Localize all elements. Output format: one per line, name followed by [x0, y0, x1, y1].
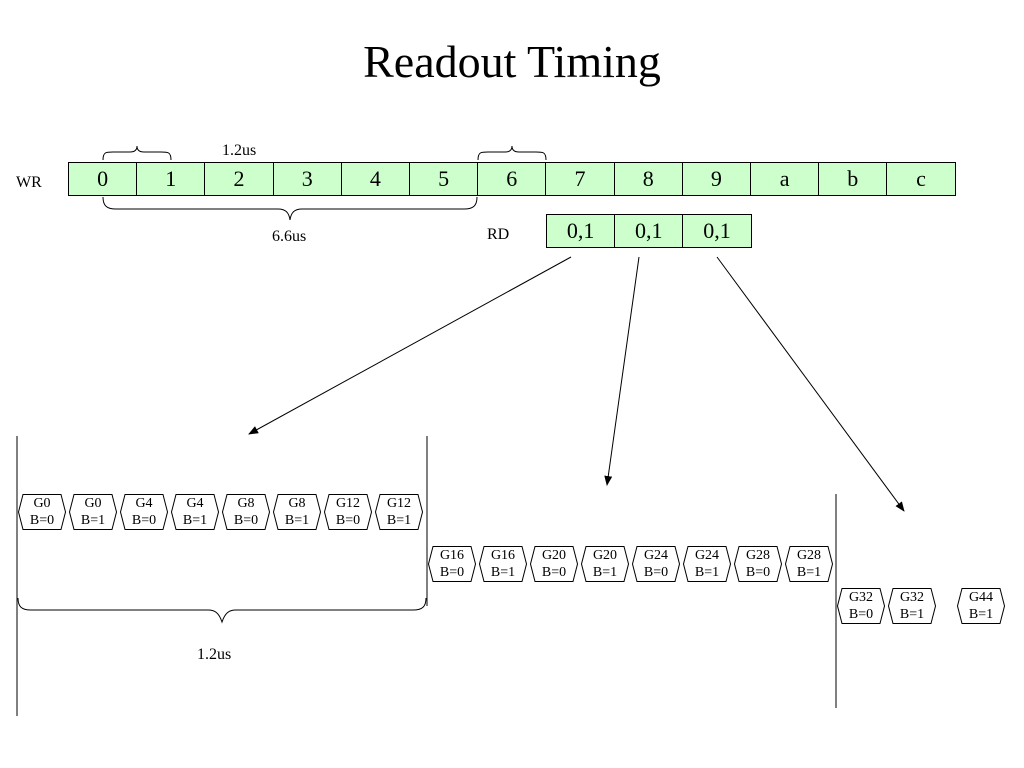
wr-cell-c: c: [886, 162, 956, 196]
group-id: G4: [186, 496, 204, 511]
group-id: G20: [592, 548, 618, 563]
group-id: G16: [439, 548, 465, 563]
group-bit: B=0: [439, 565, 465, 580]
group-id: G32: [899, 590, 925, 605]
wr-cell-7: 7: [545, 162, 615, 196]
group-id: G20: [541, 548, 567, 563]
wr-cell-4: 4: [340, 162, 410, 196]
group-brace-label: 1.2us: [197, 646, 232, 663]
group-id: G12: [386, 496, 412, 511]
wr-cell-5: 5: [409, 162, 479, 196]
group-id: G28: [796, 548, 822, 563]
wr-cell-2: 2: [204, 162, 274, 196]
group-bit: B=1: [182, 513, 208, 528]
rd-cell-2: 0,1: [614, 214, 684, 248]
wr-cell-9: 9: [681, 162, 751, 196]
rd-cell-1: 0,1: [546, 214, 616, 248]
group-bit: B=0: [745, 565, 771, 580]
wr-span-brace-label: 6.6us: [272, 228, 307, 245]
group-bit: B=1: [386, 513, 412, 528]
group-bit: B=0: [643, 565, 669, 580]
wr-label: WR: [16, 174, 42, 191]
group-brace: [17, 597, 427, 624]
group-bit: B=0: [335, 513, 361, 528]
group-id: G32: [848, 590, 874, 605]
group-bit: B=1: [968, 607, 994, 622]
group-id: G16: [490, 548, 516, 563]
group-bit: B=0: [541, 565, 567, 580]
group-bit: B=0: [233, 513, 259, 528]
group-bit: B=1: [284, 513, 310, 528]
wr-cell-0: 0: [68, 162, 138, 196]
wr-cell-6: 6: [477, 162, 547, 196]
wr-cell-1: 1: [136, 162, 206, 196]
group-id: G24: [694, 548, 720, 563]
group-bit: B=1: [796, 565, 822, 580]
wr-cell-a: a: [750, 162, 820, 196]
group-bit: B=0: [29, 513, 55, 528]
rd-cell-3: 0,1: [682, 214, 752, 248]
group-id: G0: [33, 496, 51, 511]
slide-title: Readout Timing: [363, 36, 661, 87]
wr-span-brace: [102, 196, 478, 221]
group-id: G8: [288, 496, 306, 511]
group-bit: B=1: [490, 565, 516, 580]
group-bit: B=1: [80, 513, 106, 528]
wr-cell-b: b: [818, 162, 888, 196]
group-id: G8: [237, 496, 255, 511]
arrow-rd-2: [604, 256, 640, 486]
group-id: G0: [84, 496, 102, 511]
group-bit: B=0: [848, 607, 874, 622]
arrow-rd-3: [716, 256, 905, 512]
group-bit: B=0: [131, 513, 157, 528]
group-bit: B=1: [899, 607, 925, 622]
group-id: G28: [745, 548, 771, 563]
arrow-rd-1: [248, 256, 572, 435]
top-brace-label: 1.2us: [222, 142, 257, 159]
group-bit: B=1: [592, 565, 618, 580]
group-id: G44: [968, 590, 994, 605]
group-id: G24: [643, 548, 669, 563]
group-id: G12: [335, 496, 361, 511]
top-brace-2: [477, 145, 547, 161]
group-bit: B=1: [694, 565, 720, 580]
top-brace-1: [102, 145, 172, 161]
group-id: G4: [135, 496, 153, 511]
rd-label: RD: [487, 226, 510, 243]
